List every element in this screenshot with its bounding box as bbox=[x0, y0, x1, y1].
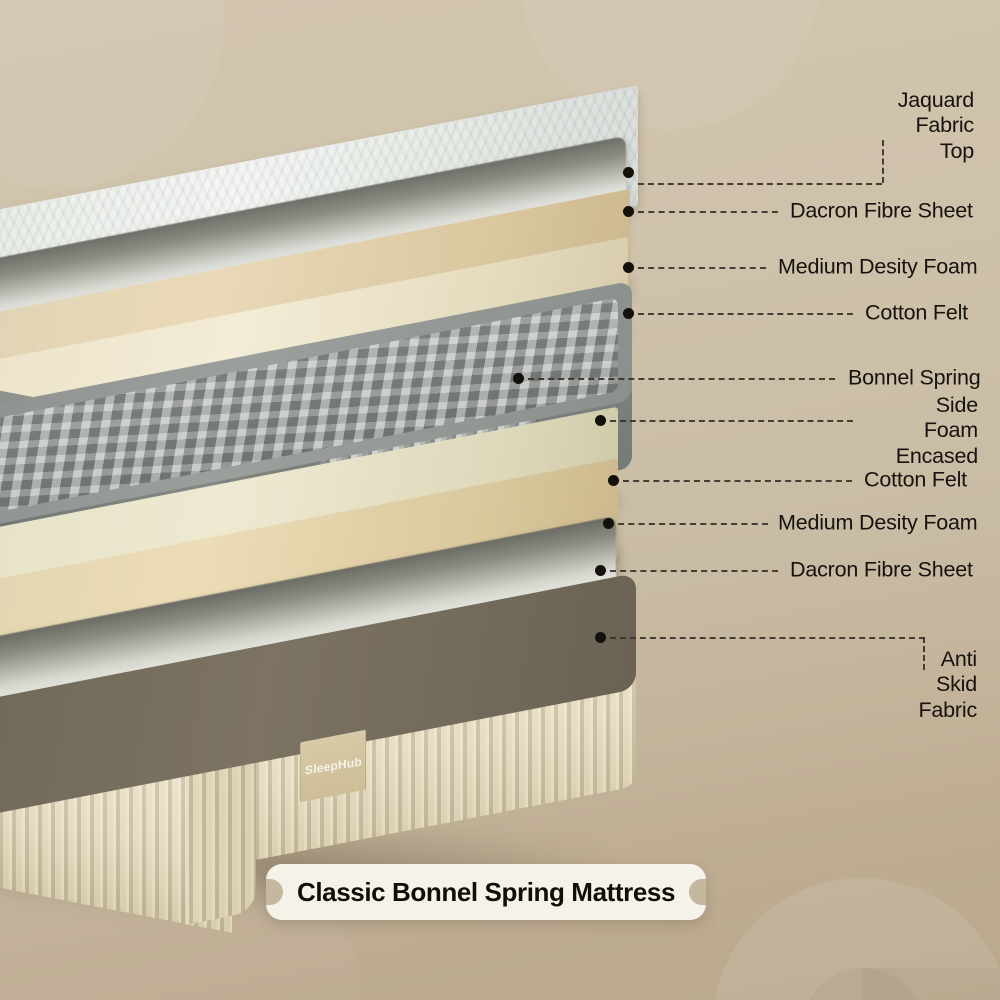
callout-dot-medium-desity-foam-bottom bbox=[602, 517, 614, 529]
callout-dot-anti-skid-fabric bbox=[594, 631, 606, 643]
callout-line-bonnel-spring bbox=[528, 378, 835, 380]
callout-line-jaquard-fabric-top bbox=[638, 183, 882, 185]
callout-label-dacron-fibre-sheet-top: Dacron Fibre Sheet bbox=[790, 198, 973, 223]
callout-riser-jaquard-fabric-top bbox=[882, 140, 884, 183]
callout-label-side-foam-encased: Side Foam Encased bbox=[895, 392, 978, 468]
callout-dot-cotton-felt-top bbox=[622, 307, 634, 319]
page-title: Classic Bonnel Spring Mattress bbox=[296, 876, 676, 907]
callout-label-medium-desity-foam-bottom: Medium Desity Foam bbox=[778, 510, 978, 535]
callout-label-cotton-felt-top: Cotton Felt bbox=[865, 300, 968, 325]
callout-label-cotton-felt-bottom: Cotton Felt bbox=[864, 467, 967, 492]
callout-riser-anti-skid-fabric bbox=[923, 637, 925, 670]
callout-dot-medium-desity-foam-top bbox=[622, 261, 634, 273]
title-banner: Classic Bonnel Spring Mattress bbox=[266, 864, 706, 920]
callout-dot-cotton-felt-bottom bbox=[607, 474, 619, 486]
callout-line-dacron-fibre-sheet-top bbox=[638, 211, 778, 213]
callout-line-anti-skid-fabric bbox=[610, 637, 925, 639]
callout-label-anti-skid-fabric: Anti Skid Fabric bbox=[918, 646, 978, 722]
callout-dot-dacron-fibre-sheet-top bbox=[622, 205, 634, 217]
callout-line-medium-desity-foam-top bbox=[638, 267, 766, 269]
callout-dot-jaquard-fabric-top bbox=[622, 166, 634, 178]
callout-line-side-foam-encased bbox=[610, 420, 853, 422]
callout-dot-bonnel-spring bbox=[512, 372, 524, 384]
callout-line-medium-desity-foam-bottom bbox=[618, 523, 768, 525]
callout-line-cotton-felt-bottom bbox=[623, 480, 852, 482]
callout-label-medium-desity-foam-top: Medium Desity Foam bbox=[778, 254, 978, 279]
callout-line-cotton-felt-top bbox=[638, 313, 853, 315]
callout-label-bonnel-spring: Bonnel Spring bbox=[848, 365, 981, 390]
callout-dot-dacron-fibre-sheet-bottom bbox=[594, 564, 606, 576]
callout-label-dacron-fibre-sheet-bottom: Dacron Fibre Sheet bbox=[790, 557, 973, 582]
callout-dot-side-foam-encased bbox=[594, 414, 606, 426]
callout-label-jaquard-fabric-top: Jaquard Fabric Top bbox=[897, 87, 974, 163]
callout-line-dacron-fibre-sheet-bottom bbox=[610, 570, 778, 572]
